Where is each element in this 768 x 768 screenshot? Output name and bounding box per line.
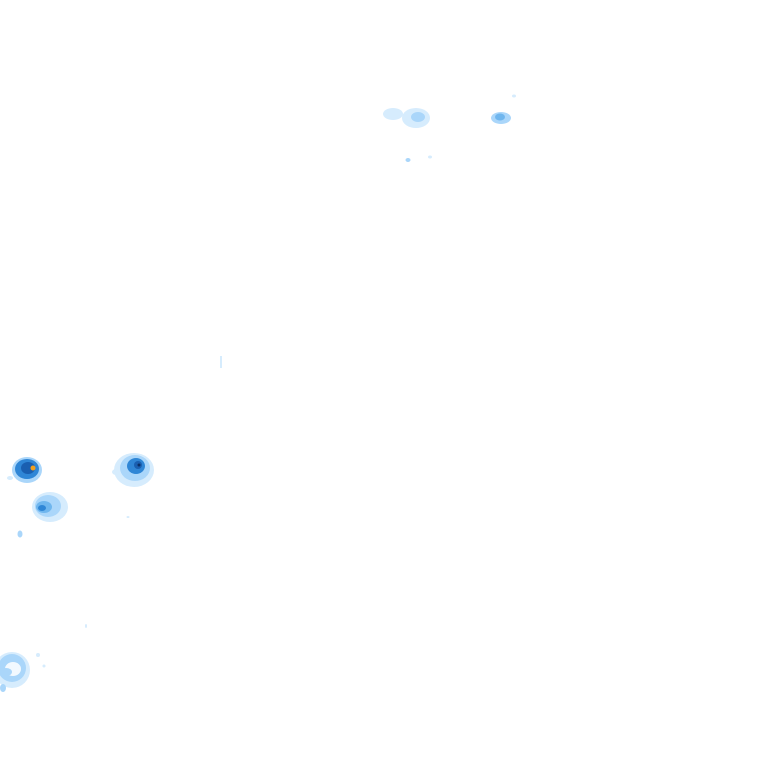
precip-cell-left-mid	[112, 453, 154, 518]
precip-blob	[512, 94, 516, 98]
precip-blob	[7, 476, 13, 480]
precip-blob	[17, 530, 23, 538]
precip-cell-bottom-left	[0, 624, 87, 692]
precip-peak	[30, 465, 36, 471]
precip-blob	[383, 108, 403, 120]
precip-blob	[42, 664, 46, 668]
precip-blob	[428, 155, 432, 159]
precip-blob	[0, 684, 6, 692]
precip-cell-left-lower	[32, 492, 68, 522]
precip-cell-left-strong	[7, 457, 42, 538]
precip-blob	[85, 624, 87, 628]
precip-blob	[112, 469, 120, 475]
precip-blob	[405, 158, 411, 162]
precip-blob	[220, 356, 222, 368]
precip-blob	[126, 516, 130, 518]
precip-blob	[38, 505, 46, 511]
precip-cell-top-left	[383, 108, 432, 162]
precip-blob	[21, 462, 35, 474]
precip-blob	[495, 113, 505, 121]
precip-peak	[137, 463, 141, 467]
precip-blob	[36, 653, 40, 657]
precip-speck-center	[220, 356, 222, 368]
precip-blob	[0, 668, 12, 676]
precip-cell-top-right	[491, 94, 516, 124]
precip-blob	[411, 112, 425, 122]
